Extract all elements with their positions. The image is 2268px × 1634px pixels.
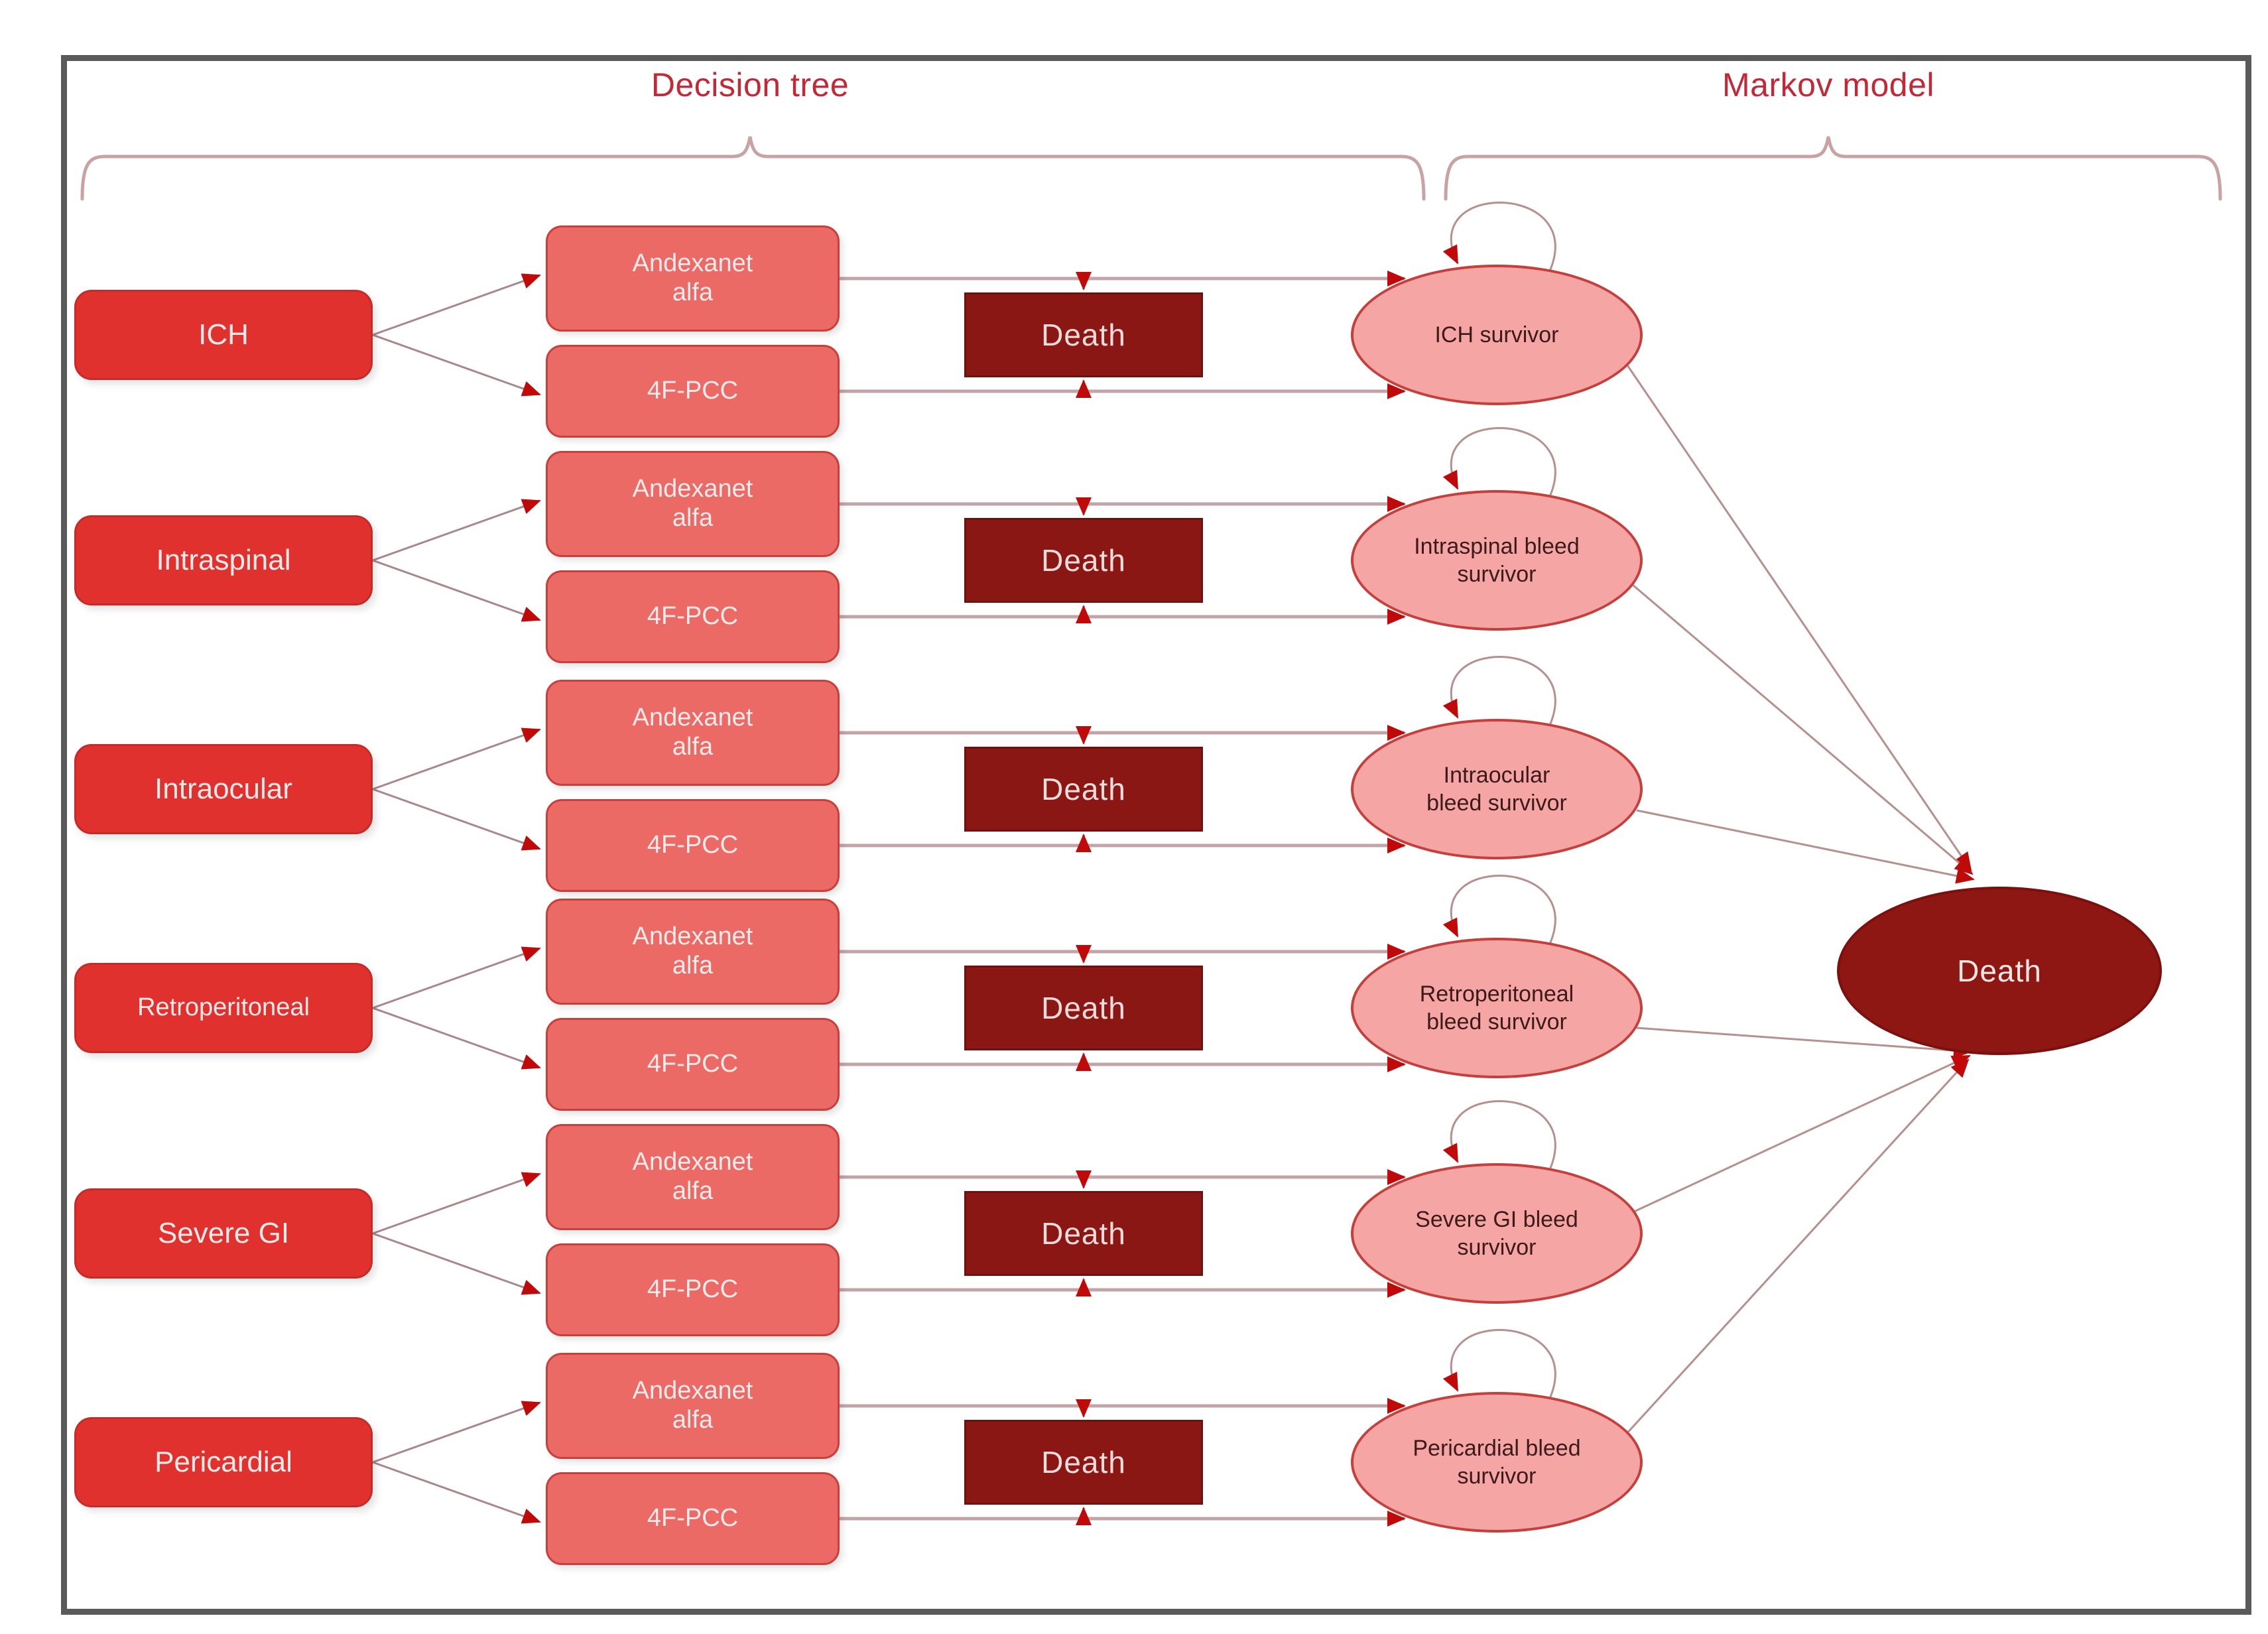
treatment-node-4fpcc: 4F-PCC [546, 1472, 840, 1565]
row-2-connectors [372, 427, 1974, 875]
survivor-state-node-severe-gi: Severe GI bleed survivor [1351, 1163, 1643, 1304]
death-outcome-node: Death [964, 1191, 1203, 1276]
treatment-node-andexanet: Andexanet alfa [546, 225, 840, 332]
death-outcome-node: Death [964, 966, 1203, 1050]
survivor-state-node-retroperitoneal: Retroperitoneal bleed survivor [1351, 938, 1643, 1078]
row-5-connectors [372, 1054, 1971, 1298]
death-outcome-node: Death [964, 1420, 1203, 1505]
bleed-type-node-intraspinal: Intraspinal [74, 515, 373, 605]
survivor-state-node-ich: ICH survivor [1351, 265, 1643, 405]
treatment-node-4fpcc: 4F-PCC [546, 799, 840, 892]
bleed-type-node-severe-gi: Severe GI [74, 1188, 373, 1279]
row-1-connectors [372, 202, 1972, 871]
bleed-type-node-intraocular: Intraocular [74, 744, 373, 834]
row-4-connectors [372, 875, 1972, 1072]
bleed-type-node-ich: ICH [74, 290, 373, 380]
decision-tree-title: Decision tree [651, 66, 850, 103]
death-outcome-node: Death [964, 518, 1203, 603]
survivor-state-node-intraspinal: Intraspinal bleed survivor [1351, 490, 1643, 631]
markov-model-title: Markov model [1722, 66, 1934, 103]
treatment-node-andexanet: Andexanet alfa [546, 451, 840, 557]
treatment-node-andexanet: Andexanet alfa [546, 1353, 840, 1459]
survivor-state-node-intraocular: Intraocular bleed survivor [1351, 719, 1643, 859]
markov-model-brace [1444, 136, 2222, 201]
treatment-node-4fpcc: 4F-PCC [546, 1018, 840, 1111]
death-outcome-node: Death [964, 747, 1203, 832]
markov-death-state-node: Death [1837, 887, 2162, 1055]
decision-tree-brace [80, 136, 1426, 201]
bleed-type-node-pericardial: Pericardial [74, 1417, 373, 1507]
survivor-state-node-pericardial: Pericardial bleed survivor [1351, 1392, 1643, 1533]
row-6-connectors [372, 1058, 1970, 1527]
treatment-node-andexanet: Andexanet alfa [546, 1124, 840, 1230]
row-3-connectors [372, 656, 1975, 884]
treatment-node-4fpcc: 4F-PCC [546, 345, 840, 438]
treatment-node-andexanet: Andexanet alfa [546, 680, 840, 786]
treatment-node-4fpcc: 4F-PCC [546, 1243, 840, 1336]
treatment-node-andexanet: Andexanet alfa [546, 899, 840, 1005]
bleed-type-node-retroperitoneal: Retroperitoneal [74, 963, 373, 1053]
death-outcome-node: Death [964, 292, 1203, 377]
treatment-node-4fpcc: 4F-PCC [546, 570, 840, 663]
